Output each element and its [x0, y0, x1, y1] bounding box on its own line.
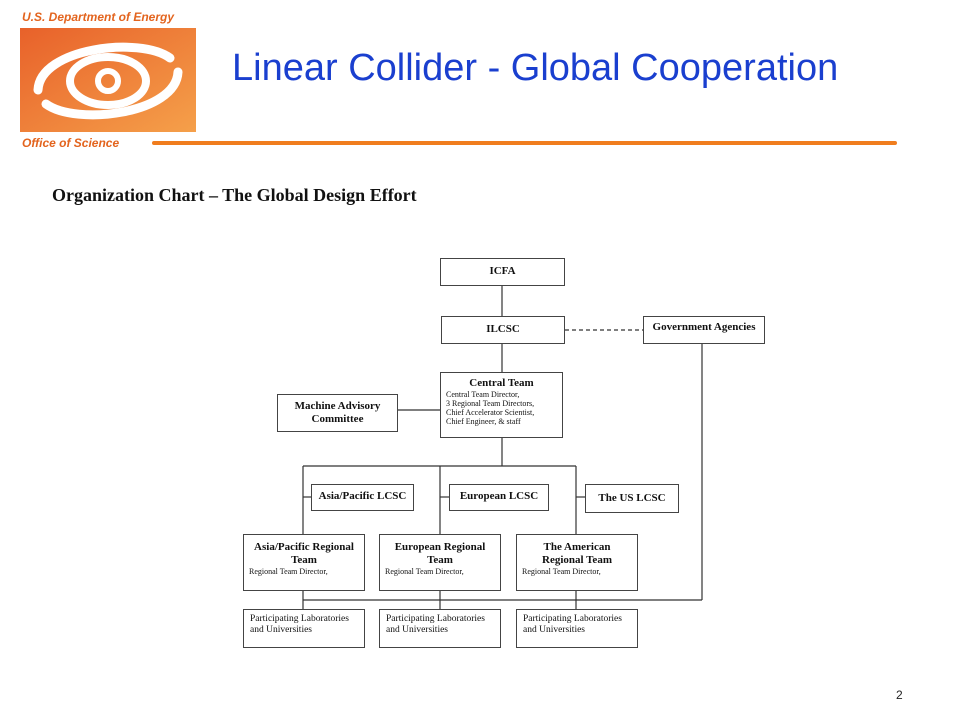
labs-line1: Participating Laboratories: [523, 614, 622, 624]
european-lcsc-box: European LCSC: [449, 484, 549, 511]
labs-line2: and Universities: [250, 625, 313, 635]
asia-pacific-lcsc-box: Asia/Pacific LCSC: [311, 484, 414, 511]
regional-team-detail: Regional Team Director,: [385, 567, 464, 576]
regional-team-line1: Asia/Pacific Regional: [254, 541, 354, 553]
header-rule: [152, 141, 897, 145]
participating-labs-box: Participating Laboratories and Universit…: [516, 609, 638, 648]
regional-team-box: Asia/Pacific Regional Team Regional Team…: [243, 534, 365, 591]
central-team-line: Chief Engineer, & staff: [446, 417, 521, 426]
office-label: Office of Science: [22, 136, 120, 150]
european-lcsc-label: European LCSC: [459, 490, 539, 502]
government-agencies-box: Government Agencies: [643, 316, 765, 344]
central-team-line: Central Team Director,: [446, 390, 520, 399]
regional-team-line1: The American: [543, 541, 611, 553]
regional-team-box: European Regional Team Regional Team Dir…: [379, 534, 501, 591]
central-team-line: 3 Regional Team Directors,: [446, 399, 535, 408]
us-lcsc-label: The US LCSC: [598, 492, 666, 504]
ilcsc-label: ILCSC: [486, 323, 520, 335]
regional-team-line2: Regional Team: [542, 554, 612, 566]
agency-label: U.S. Department of Energy: [22, 10, 175, 24]
chart-subtitle: Organization Chart – The Global Design E…: [52, 185, 417, 205]
labs-line2: and Universities: [523, 625, 586, 635]
labs-line1: Participating Laboratories: [386, 614, 485, 624]
government-agencies-label: Government Agencies: [652, 321, 756, 333]
regional-team-line1: European Regional: [394, 541, 486, 553]
regional-team-box: The American Regional Team Regional Team…: [516, 534, 638, 591]
page-title: Linear Collider - Global Cooperation: [232, 47, 839, 89]
participating-labs-box: Participating Laboratories and Universit…: [243, 609, 365, 648]
central-team-line: Chief Accelerator Scientist,: [446, 408, 535, 417]
regional-team-line2: Team: [291, 554, 317, 566]
regional-team-detail: Regional Team Director,: [522, 567, 601, 576]
icfa-label: ICFA: [489, 265, 516, 277]
office-of-science-logo: [20, 28, 196, 132]
participating-labs-box: Participating Laboratories and Universit…: [379, 609, 501, 648]
central-team-title: Central Team: [469, 377, 534, 389]
asia-pacific-lcsc-label: Asia/Pacific LCSC: [318, 490, 407, 502]
ilcsc-box: ILCSC: [441, 316, 565, 344]
regional-team-detail: Regional Team Director,: [249, 567, 328, 576]
icfa-box: ICFA: [440, 258, 565, 286]
advisory-line1: Machine Advisory: [294, 400, 381, 412]
us-lcsc-box: The US LCSC: [585, 484, 679, 513]
labs-line2: and Universities: [386, 625, 449, 635]
advisory-line2: Committee: [311, 413, 364, 425]
page-number: 2: [896, 688, 903, 702]
central-team-box: Central Team Central Team Director, 3 Re…: [440, 372, 563, 438]
labs-line1: Participating Laboratories: [250, 614, 349, 624]
machine-advisory-committee-box: Machine Advisory Committee: [277, 394, 398, 432]
regional-team-line2: Team: [427, 554, 453, 566]
